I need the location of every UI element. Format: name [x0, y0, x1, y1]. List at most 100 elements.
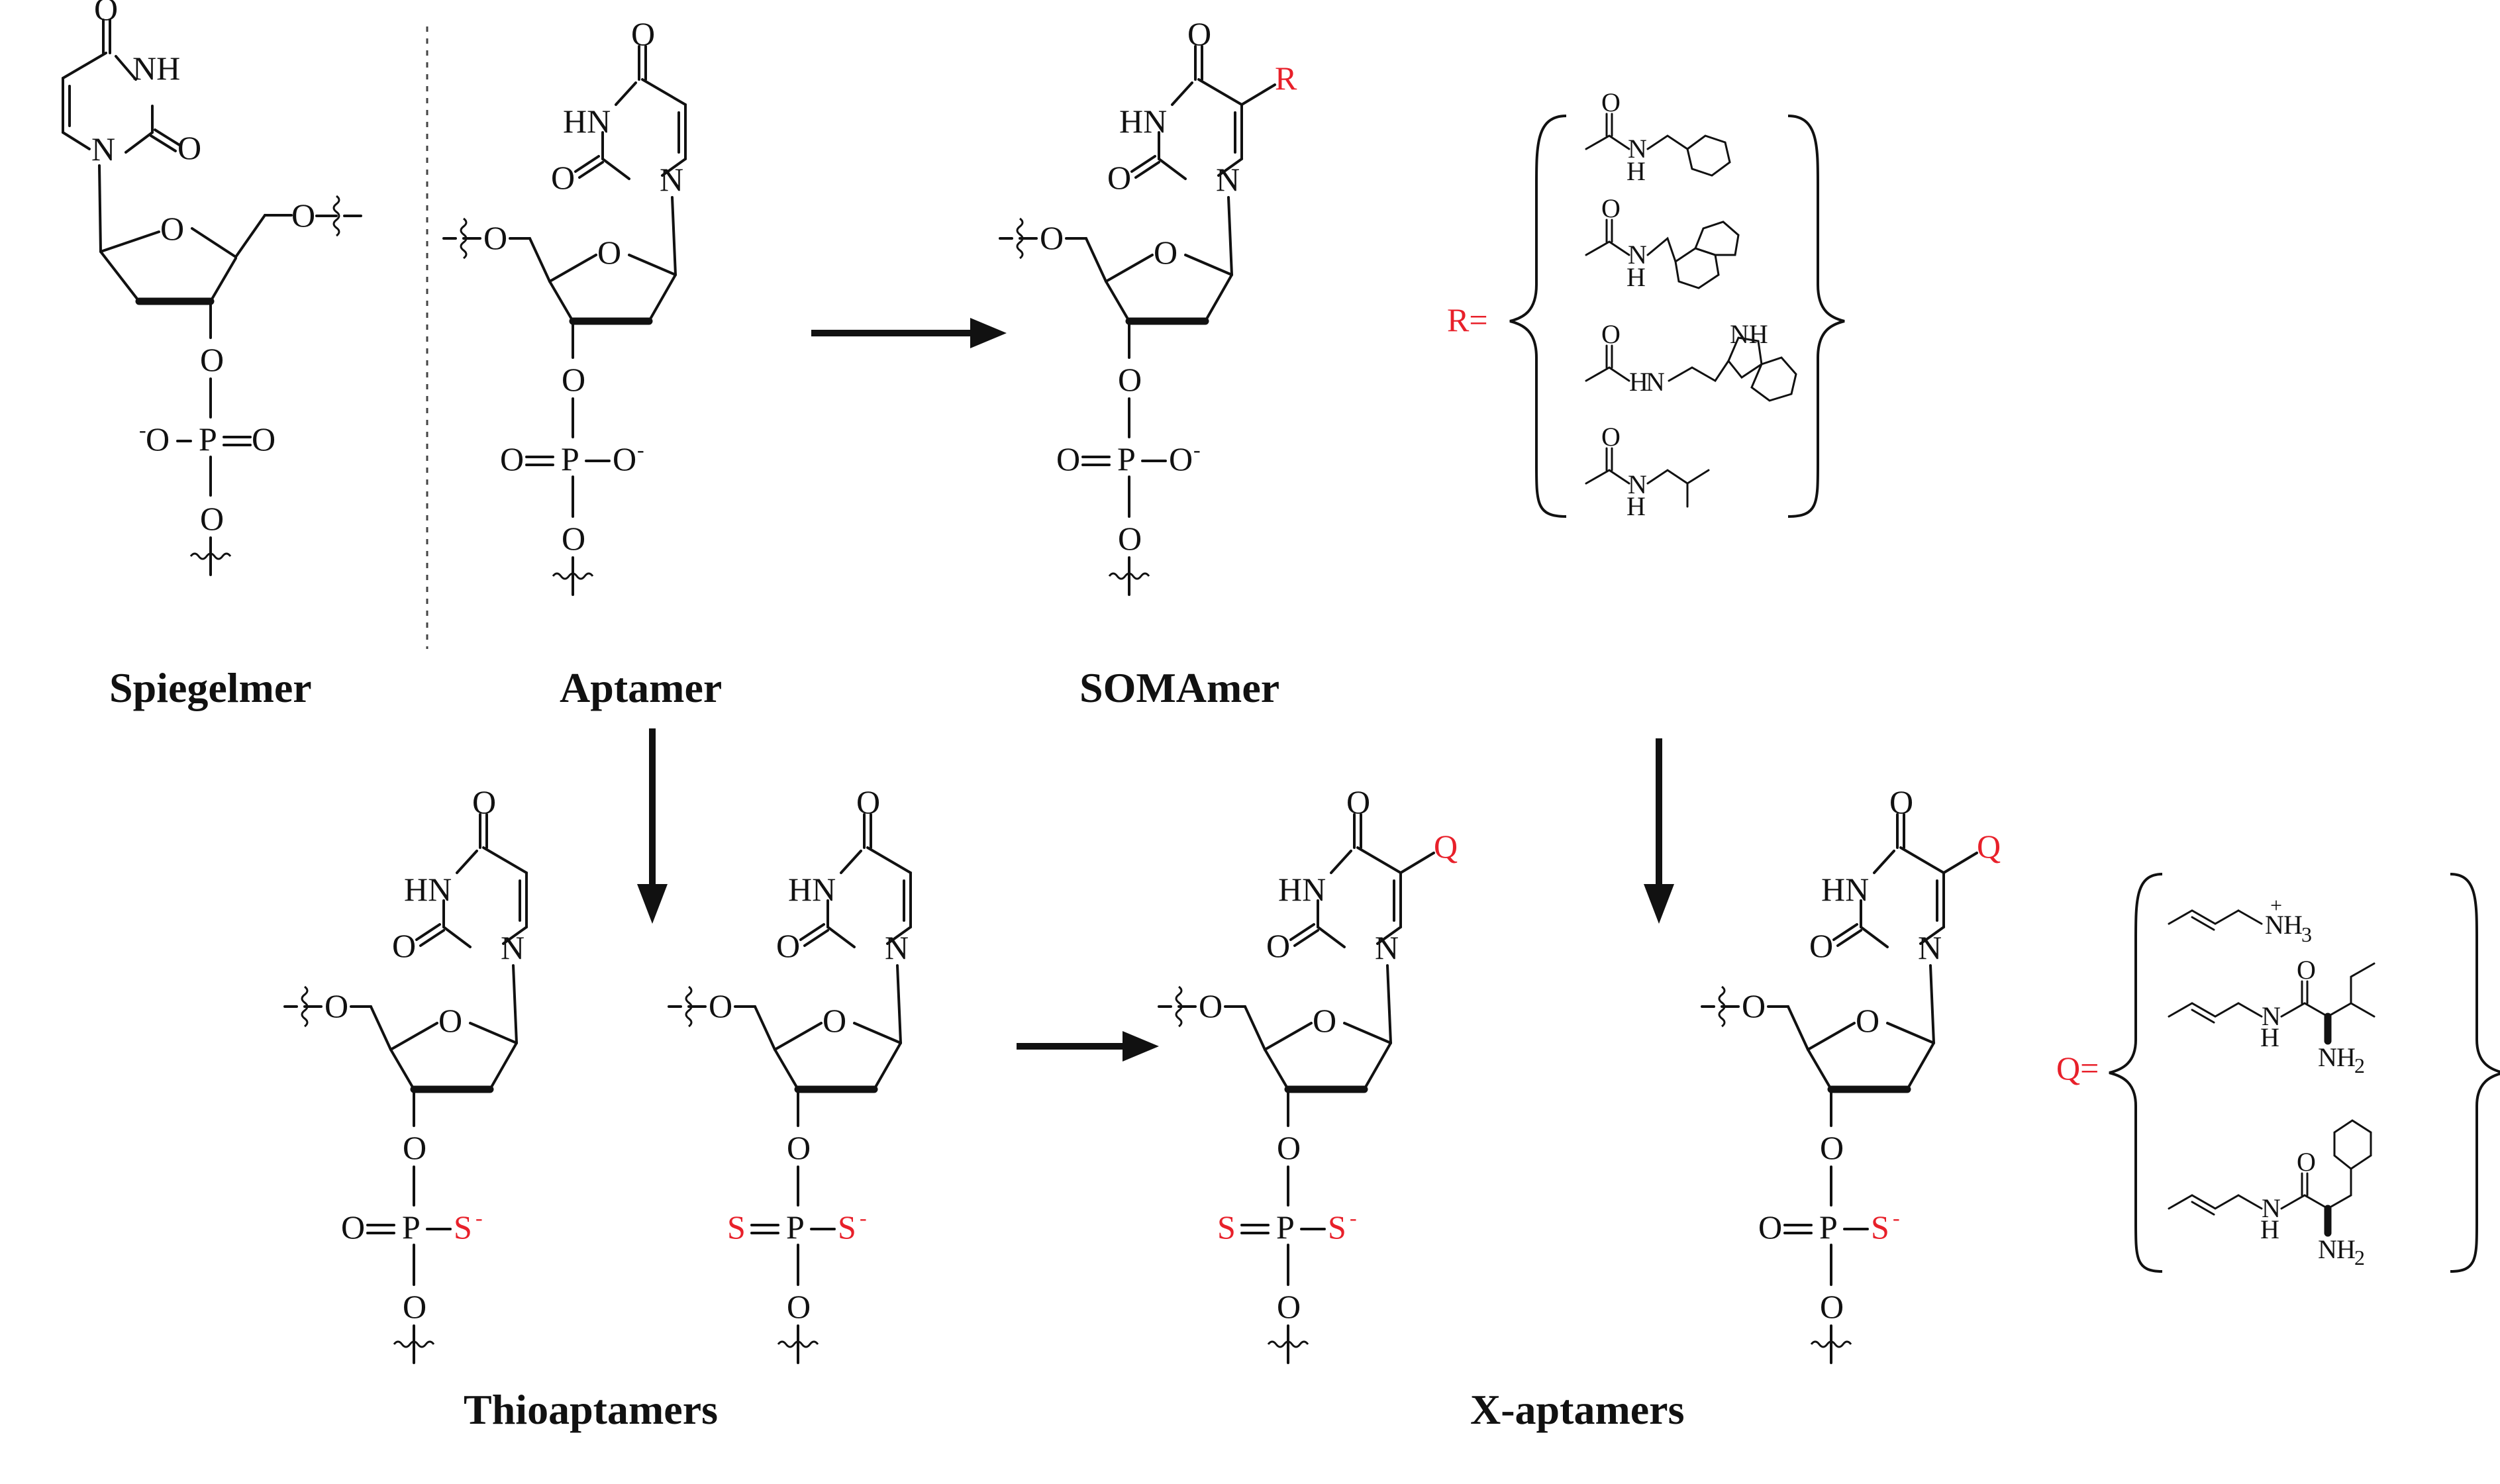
atom-h: H [2260, 1214, 2279, 1244]
atom-o: O [1601, 193, 1621, 223]
thioaptamer-structure-2: O HN O N O O O P S S - O [668, 783, 912, 1364]
atom-o: O [2297, 955, 2316, 985]
atom-o: O [776, 927, 800, 964]
arrow-aptamer-to-somamer [811, 318, 1007, 348]
atom-o: O [94, 0, 118, 27]
atom-o: O [160, 210, 184, 247]
caption-x-aptamers: X-aptamers [1470, 1386, 1684, 1433]
subscript-2: 2 [2354, 1054, 2365, 1077]
charge-minus: - [637, 438, 644, 462]
charge-minus: - [475, 1206, 483, 1230]
atom-h: H [2336, 1042, 2356, 1072]
charge-minus: - [1193, 438, 1201, 462]
atom-o: O [1346, 783, 1370, 820]
atom-p: P [561, 440, 579, 477]
atom-h: H [1626, 491, 1646, 521]
atom-o: O [146, 420, 170, 458]
substituent-q: Q [1977, 828, 2001, 865]
r-definition-label: R= [1447, 301, 1488, 338]
q-isoleucinamide: N H O N H 2 [2168, 955, 2375, 1077]
atom-n: N [1216, 161, 1240, 198]
atom-n: N [1918, 929, 1942, 966]
atom-o: O [823, 1002, 846, 1039]
atom-n: N [2318, 1234, 2337, 1264]
atom-s: S [838, 1209, 856, 1246]
atom-n: N [885, 929, 909, 966]
atom-o: O [252, 420, 275, 458]
atom-o: O [1118, 520, 1142, 557]
atom-n: N [2318, 1042, 2337, 1072]
atom-o: O [438, 1002, 462, 1039]
atom-o: O [1266, 927, 1290, 964]
somamer-structure: R O HN O N O O O P O O - O [999, 15, 1297, 596]
caption-spiegelmer: Spiegelmer [109, 664, 312, 711]
atom-h: H [1629, 367, 1648, 397]
caption-somamer: SOMAmer [1079, 664, 1279, 711]
q-allylamine: N + H 3 [2168, 893, 2312, 946]
atom-o: O [1277, 1129, 1301, 1166]
right-brace [2450, 873, 2500, 1273]
atom-hn: HN [788, 871, 836, 908]
r-naphthylmethyl: O N H [1585, 193, 1740, 292]
atom-p: P [199, 420, 217, 458]
atom-o: O [1107, 159, 1131, 196]
atom-o: O [291, 197, 315, 234]
r-group-definitions: R= O N H O N H [1447, 87, 1845, 521]
atom-hn: HN [563, 103, 611, 140]
q-group-definitions: Q= N + H 3 N H O N H 2 [2056, 873, 2500, 1273]
atom-o: O [392, 927, 416, 964]
atom-o: O [500, 440, 524, 477]
atom-h: H [2260, 1022, 2279, 1052]
atom-o: O [200, 341, 224, 378]
atom-nh: NH [132, 50, 180, 87]
atom-o: O [1187, 15, 1211, 52]
atom-n: N [1646, 367, 1665, 397]
atom-o: O [631, 15, 655, 52]
atom-o: O [1889, 783, 1913, 820]
atom-hn: HN [404, 871, 452, 908]
atom-h: H [2283, 910, 2303, 940]
atom-o: O [1169, 440, 1193, 477]
atom-n: N [91, 130, 115, 168]
left-brace [2109, 873, 2163, 1273]
atom-o: O [1758, 1209, 1782, 1246]
substituent-r: R [1275, 60, 1297, 97]
atom-o: O [1809, 927, 1833, 964]
subscript-3: 3 [2301, 922, 2312, 946]
atom-o: O [1199, 987, 1223, 1024]
x-aptamer-structure-2: Q O HN O N O O O P O S - O [1701, 783, 2001, 1364]
atom-n: N [2262, 1001, 2281, 1031]
atom-o: O [856, 783, 880, 820]
atom-o: O [483, 219, 507, 256]
atom-o: O [709, 987, 732, 1024]
atom-n: N [2262, 1193, 2281, 1223]
atom-hn: HN [1278, 871, 1326, 908]
arrow-somamer-to-x-aptamers [1644, 738, 1674, 924]
atom-nh: NH [1730, 319, 1768, 349]
atom-o: O [787, 1129, 811, 1166]
atom-n: N [1628, 240, 1647, 270]
r-isobutyl: O N H [1585, 422, 1710, 521]
atom-o: O [2297, 1147, 2316, 1177]
atom-o: O [1040, 219, 1064, 256]
atom-o: O [1601, 319, 1621, 349]
atom-n: N [1628, 470, 1647, 499]
atom-o: O [403, 1288, 426, 1325]
charge-minus: - [860, 1206, 867, 1230]
r-indolylethyl: O H N NH [1585, 319, 1797, 402]
atom-p: P [1819, 1209, 1838, 1246]
r-benzyl: O N H [1585, 87, 1731, 186]
atom-s: S [1217, 1209, 1236, 1246]
atom-p: P [1276, 1209, 1295, 1246]
atom-n: N [1375, 929, 1399, 966]
atom-s: S [727, 1209, 746, 1246]
atom-o: O [1820, 1288, 1844, 1325]
atom-o: O [1154, 234, 1177, 271]
atom-o: O [597, 234, 621, 271]
atom-s: S [1871, 1209, 1889, 1246]
atom-o: O [1820, 1129, 1844, 1166]
atom-o: O [325, 987, 348, 1024]
atom-o: O [551, 159, 575, 196]
atom-p: P [786, 1209, 805, 1246]
